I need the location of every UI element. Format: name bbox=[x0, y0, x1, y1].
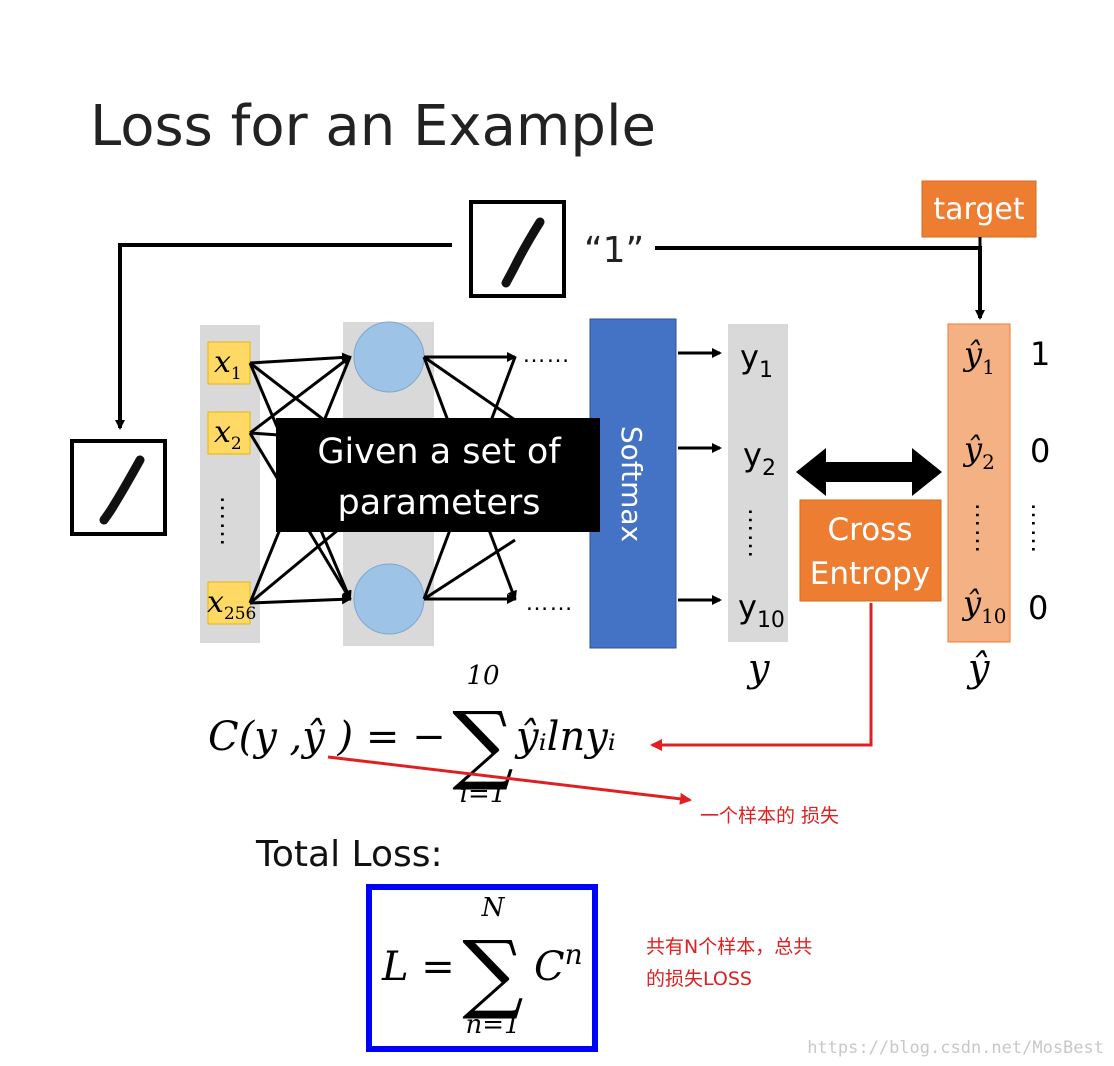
output-vector-label: y bbox=[746, 646, 770, 690]
target-yhat1: ŷ1 bbox=[962, 335, 995, 379]
target-value-1: 1 bbox=[1030, 335, 1050, 373]
annotation-single-loss: 一个样本的 损失 bbox=[700, 805, 839, 827]
formula-l-sigma: ∑ bbox=[462, 923, 523, 1023]
watermark: https://blog.csdn.net/MosBest bbox=[807, 1038, 1104, 1058]
formula-l-sum-top: N bbox=[481, 893, 506, 923]
overlay-line-1: Given a set of bbox=[317, 432, 561, 472]
parameters-overlay bbox=[276, 418, 600, 532]
total-loss-label: Total Loss: bbox=[255, 834, 443, 875]
softmax-output-arrows bbox=[678, 348, 722, 605]
annotation-total-line-1: 共有N个样本，总共 bbox=[646, 936, 812, 958]
output-y2: y2 bbox=[743, 436, 776, 481]
cross-entropy-line-1: Cross bbox=[828, 512, 913, 548]
digit-label: “1” bbox=[584, 230, 644, 271]
target-yhat2: ŷ2 bbox=[962, 430, 995, 474]
target-yhat10: ŷ10 bbox=[961, 584, 1007, 628]
value-vertical-dots: …… bbox=[1026, 502, 1056, 554]
connector-to-target bbox=[655, 246, 985, 320]
compare-double-arrow bbox=[796, 448, 942, 496]
digit-image-top bbox=[469, 200, 566, 298]
total-loss-box bbox=[366, 884, 598, 1052]
input-vertical-dots: …… bbox=[215, 495, 245, 547]
overlay-line-2: parameters bbox=[337, 483, 540, 523]
target-vertical-dots: …… bbox=[970, 502, 1000, 554]
cross-entropy-box bbox=[799, 499, 942, 602]
formula-c-rhs: ŷᵢlnyᵢ bbox=[514, 714, 616, 760]
formula-l-lhs: L = bbox=[381, 944, 455, 990]
formula-c-lhs: C(y ,ŷ ) = − bbox=[208, 714, 446, 760]
input-x1-box bbox=[207, 341, 251, 385]
neuron-top bbox=[353, 321, 425, 393]
softmax-block bbox=[589, 318, 677, 649]
target-label: target bbox=[933, 192, 1024, 227]
cross-entropy-line-2: Entropy bbox=[810, 556, 930, 592]
target-vector-label: ŷ bbox=[966, 646, 990, 690]
input-x2: x2 bbox=[214, 415, 242, 454]
softmax-label: Softmax bbox=[615, 426, 648, 542]
annotation-arrow bbox=[327, 755, 692, 805]
target-value-10: 0 bbox=[1028, 589, 1048, 627]
output-y10: y10 bbox=[738, 588, 785, 633]
input-x256: x256 bbox=[207, 585, 256, 624]
output-column bbox=[728, 324, 788, 642]
hidden-dots-top: …… bbox=[522, 341, 570, 368]
formula-c-sum-bottom: i=1 bbox=[460, 779, 507, 809]
input-x2-box bbox=[207, 411, 251, 455]
hidden-dots-bottom: …… bbox=[525, 589, 573, 616]
connector-to-input bbox=[115, 243, 452, 430]
target-box bbox=[921, 180, 1037, 238]
target-value-2: 0 bbox=[1030, 432, 1050, 470]
cross-entropy-formula-connector bbox=[650, 603, 873, 751]
slide-title: Loss for an Example bbox=[90, 94, 656, 159]
formula-l-rhs: Cn bbox=[534, 938, 583, 990]
output-y1: y1 bbox=[740, 338, 773, 383]
digit-image-left bbox=[70, 439, 167, 536]
target-column bbox=[947, 323, 1011, 643]
input-x1: x1 bbox=[214, 345, 242, 384]
annotation-total-line-2: 的损失LOSS bbox=[646, 968, 752, 990]
neuron-bottom bbox=[353, 563, 425, 635]
output-vertical-dots: …… bbox=[743, 507, 773, 559]
formula-l-sum-bottom: n=1 bbox=[465, 1010, 520, 1040]
formula-c-sum-top: 10 bbox=[466, 661, 499, 691]
